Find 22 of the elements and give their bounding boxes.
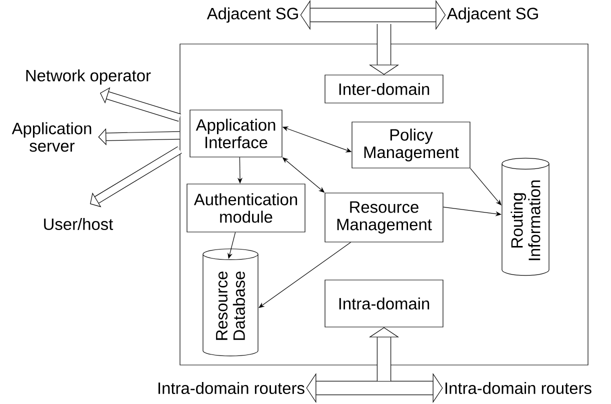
endpoint-label: User/host: [44, 218, 114, 230]
endpoint-label: Network operator: [26, 69, 151, 85]
hollow-arrow: [90, 146, 182, 208]
module-box: Inter-domain: [324, 74, 444, 104]
module-box: Intra-domain: [324, 280, 444, 328]
endpoint-label: Intra-domain routers: [158, 382, 304, 394]
arrow: [470, 168, 502, 206]
module-box: Policy Management: [352, 122, 470, 168]
database-cylinder: Resource Database: [202, 248, 258, 356]
module-box: Resource Management: [324, 192, 444, 242]
hollow-arrow: [306, 372, 443, 404]
endpoint-label: Application server: [12, 122, 92, 152]
hollow-arrow: [300, 0, 446, 30]
module-box: Application Interface: [190, 110, 282, 158]
module-box: Authentication module: [186, 184, 306, 232]
database-cylinder: Routing Information: [502, 158, 550, 276]
arrow: [258, 242, 352, 308]
endpoint-label: Intra-domain routers: [446, 382, 592, 394]
arrow: [228, 232, 236, 259]
endpoint-label: Adjacent SG: [446, 7, 538, 23]
endpoint-label: Adjacent SG: [206, 7, 298, 23]
gateway-frame: [180, 44, 588, 366]
